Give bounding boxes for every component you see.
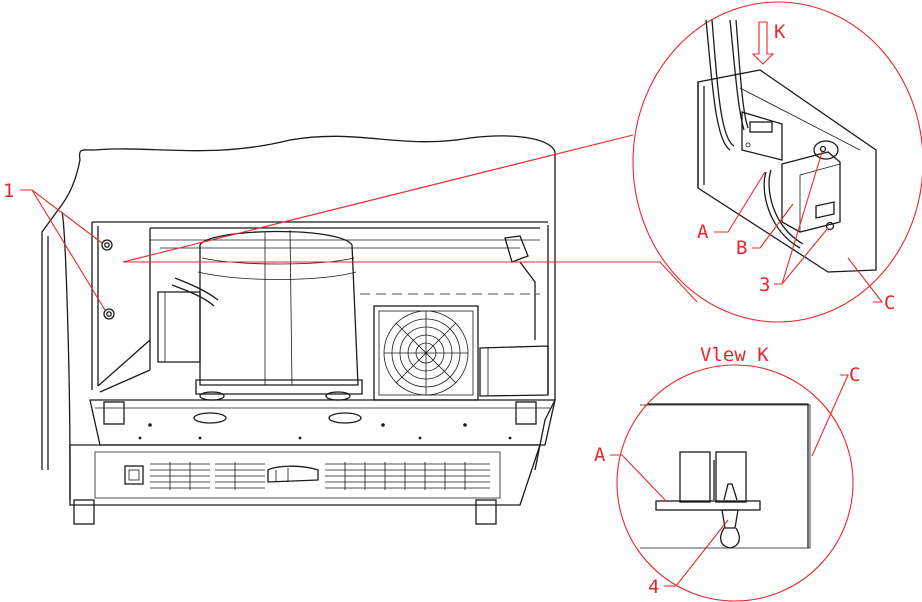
callout-C-top: C [884,292,895,314]
callout-C-bottom: C [849,364,860,386]
callout-B: B [736,237,747,259]
callout-4: 4 [648,576,659,598]
callout-A-top: A [697,221,709,243]
detail-circle-bottom [610,364,854,602]
callout-A-bottom: A [594,444,606,466]
callout-1: 1 [3,180,14,202]
view-k-label: Vlew K [700,344,769,366]
callout-3: 3 [759,274,770,296]
view-k-arrow-label: K [774,21,786,43]
callout-labels: 1 A B 3 C Vlew K A C 4 K [3,21,895,598]
main-unit [41,135,556,525]
detail-circle-top [632,1,922,323]
leader-lines [20,21,775,311]
vent-slots [150,462,490,490]
